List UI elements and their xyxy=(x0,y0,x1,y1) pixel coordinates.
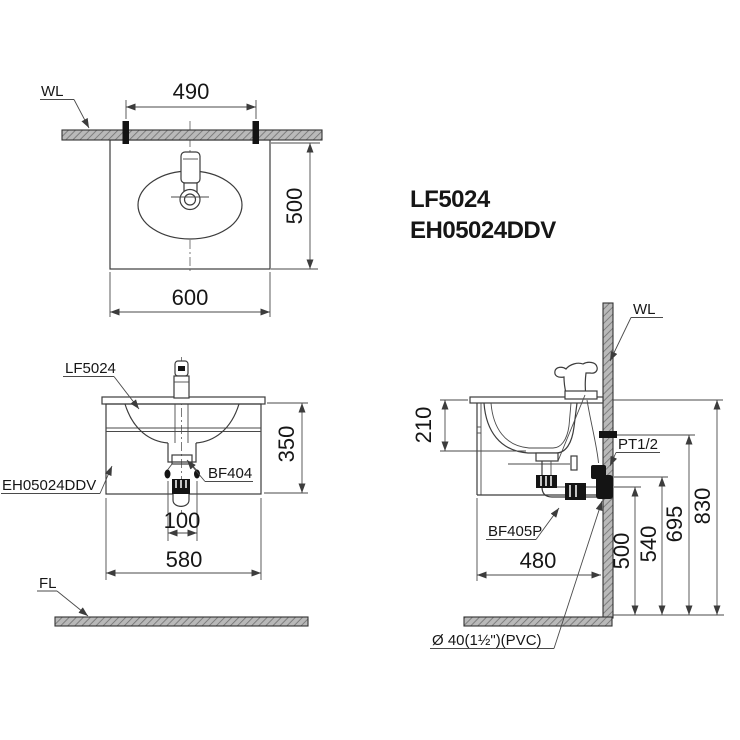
dim-480: 480 xyxy=(476,498,601,581)
dim-500-depth: 500 xyxy=(271,142,320,270)
dim-text-350: 350 xyxy=(274,426,299,463)
faucet-front xyxy=(173,360,190,399)
drain-assembly-front xyxy=(164,404,200,507)
popup-rod xyxy=(557,394,586,462)
lf5024-label: LF5024 xyxy=(65,360,116,377)
dim-text-830: 830 xyxy=(690,488,715,525)
countertop-side xyxy=(469,396,604,404)
faucet-handle-mark xyxy=(178,366,185,371)
front-view: 350 100 580 LF5024 EH05024DDV BF404 xyxy=(1,357,309,627)
dim-text-500: 500 xyxy=(282,188,307,225)
dim-text-500h: 500 xyxy=(609,533,634,570)
rod-joint xyxy=(570,455,578,471)
basin-side-section xyxy=(483,402,578,462)
angle-valve xyxy=(591,465,606,479)
hose-end-right xyxy=(194,469,200,479)
bf405p-label: BF405P xyxy=(488,523,542,540)
drain-box xyxy=(167,443,197,463)
product-code-2: EH05024DDV xyxy=(410,217,556,244)
floor-bar-side xyxy=(463,616,613,627)
drain-flange-side xyxy=(535,452,559,462)
height-dims: 500 540 695 830 xyxy=(609,399,724,616)
leader-line xyxy=(609,317,632,362)
pvc-pipe-label: Ø 40(1½")(PVC) xyxy=(432,632,542,649)
wall-supply-stub xyxy=(599,431,617,438)
faucet-body-front xyxy=(173,375,190,399)
faucet-body-side xyxy=(554,361,598,398)
supply-hose xyxy=(586,399,599,464)
dim-100: 100 xyxy=(164,481,201,541)
drain-u-tube xyxy=(172,494,190,507)
faucet-plan xyxy=(171,151,209,211)
wl-label-side: WL xyxy=(633,301,656,318)
floor-bar-front xyxy=(54,616,309,627)
product-codes: LF5024 EH05024DDV xyxy=(410,186,557,244)
product-code-1: LF5024 xyxy=(410,186,491,213)
wall-bar-side xyxy=(602,302,614,619)
basin-label-front: LF5024 xyxy=(63,360,140,410)
leader-line xyxy=(186,459,206,482)
drain-label-front: BF404 xyxy=(186,459,253,482)
cabinet-label-front: EH05024DDV xyxy=(1,465,113,494)
faucet-base-inner xyxy=(183,193,197,206)
bf404-label: BF404 xyxy=(208,465,252,482)
leader-line xyxy=(73,99,90,129)
supply-label-side: PT1/2 xyxy=(609,436,660,467)
dim-text-210: 210 xyxy=(411,407,436,444)
dim-text-600: 600 xyxy=(172,285,209,310)
trap-outer xyxy=(541,486,598,498)
drain-piping-side xyxy=(508,394,617,500)
faucet-base-side xyxy=(564,390,598,400)
fl-label: FL xyxy=(39,575,57,592)
wall-line-label-plan: WL xyxy=(40,83,90,129)
leader-line xyxy=(609,452,618,467)
dim-210: 210 xyxy=(411,399,526,452)
dim-text-490: 490 xyxy=(173,79,210,104)
faucet-side xyxy=(554,361,598,400)
wall-bar-plan xyxy=(61,129,323,141)
mounting-bolt-right xyxy=(252,121,259,144)
pt12-label: PT1/2 xyxy=(618,436,658,453)
dim-text-695: 695 xyxy=(662,506,687,543)
dim-490: 490 xyxy=(125,79,257,119)
dim-text-480: 480 xyxy=(520,548,557,573)
dim-350: 350 xyxy=(264,402,308,494)
bowl-inner xyxy=(490,402,572,449)
dim-text-580: 580 xyxy=(166,547,203,572)
mounting-bolt-left xyxy=(122,121,129,144)
trap-label-side: BF405P xyxy=(486,507,560,540)
wall-line-label-side: WL xyxy=(609,301,663,362)
faucet-spout-plan xyxy=(180,151,201,184)
dim-text-540: 540 xyxy=(636,526,661,563)
leader-line xyxy=(56,590,89,617)
dim-580: 580 xyxy=(105,498,262,580)
dim-600: 600 xyxy=(109,272,271,317)
dim-text-100: 100 xyxy=(164,508,201,533)
hose-end-left xyxy=(164,469,171,479)
wl-label: WL xyxy=(41,83,64,100)
basin-curve-front xyxy=(124,403,240,444)
side-view: WL PT1/2 BF405P Ø 40(1½")(PVC) 210 xyxy=(411,301,724,649)
floor-line-label: FL xyxy=(37,575,89,617)
leader-line xyxy=(113,376,140,410)
wall-drain-flange xyxy=(596,475,613,499)
top-view: 490 500 600 WL xyxy=(40,79,323,317)
leader-line xyxy=(535,507,560,540)
eh05024ddv-label: EH05024DDV xyxy=(2,477,96,494)
hose-left xyxy=(167,463,173,471)
drain-box-inner xyxy=(171,454,193,465)
hose-right xyxy=(190,463,197,471)
leader-line xyxy=(99,465,113,494)
